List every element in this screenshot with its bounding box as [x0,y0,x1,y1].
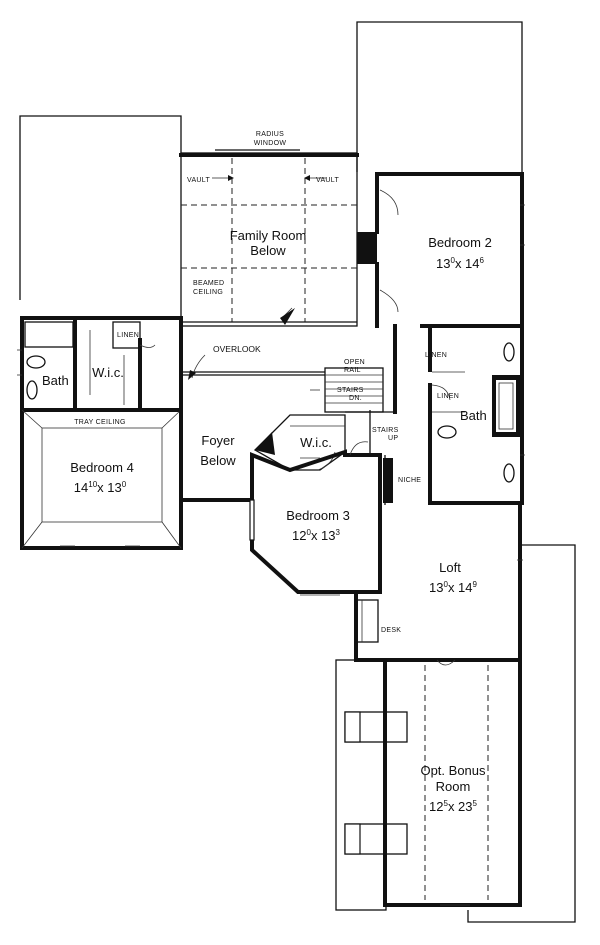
open-rail-label-1: OPEN [344,359,365,366]
vault-right-label: VAULT [316,177,339,184]
bonus-room [335,658,522,911]
bedroom-3-dim: 120x 133 [292,528,341,543]
wic-left-label: W.i.c. [92,365,124,380]
radius-window-label-2: WINDOW [254,140,287,147]
bedroom-4-dim: 1410x 130 [74,480,127,495]
bedroom-2-label: Bedroom 2 [428,235,492,250]
bedroom-4 [20,408,183,550]
overlook-label: OVERLOOK [213,344,261,354]
right-bath [420,324,525,505]
stairs-up-label-2: UP [388,435,398,442]
bonus-room-dim: 125x 235 [429,799,478,814]
roof-outline-bottom-right [467,544,576,923]
stairs-up-label-1: STAIRS [372,427,399,434]
foyer-label: Foyer [201,433,235,448]
niche-label: NICHE [398,477,421,484]
stairs-down-label-1: STAIRS [337,387,364,394]
bedroom-3-label: Bedroom 3 [286,508,350,523]
wic-center-label: W.i.c. [300,435,332,450]
linen-label-right-1: LINEN [425,352,447,359]
family-room-area [179,149,377,327]
linen-label-left: LINEN [117,332,139,339]
bedroom-2 [375,172,525,328]
desk-label: DESK [381,627,401,634]
beamed-label-1: BEAMED [193,280,224,287]
family-room-label: Family Room [230,228,307,243]
foyer-below-label: Below [200,453,236,468]
bath-right-label: Bath [460,408,487,423]
left-bath-wic [17,316,183,412]
vault-left-label: VAULT [187,177,210,184]
roof-outline-left [19,115,182,300]
bonus-room-label-2: Room [436,779,471,794]
bath-left-label: Bath [42,373,69,388]
bedroom-3 [249,441,393,596]
roof-outline-right [356,21,523,172]
loft [354,501,523,666]
bedroom-2-dim: 130x 146 [436,256,485,271]
radius-window-label-1: RADIUS [256,131,284,138]
linen-label-right-2: LINEN [437,393,459,400]
tray-ceiling-label: TRAY CEILING [74,419,126,426]
open-rail-label-2: RAIL [344,367,361,374]
family-room-below-label: Below [250,243,286,258]
stairs-down-label-2: DN. [349,395,362,402]
stairs [310,324,397,455]
loft-label: Loft [439,560,461,575]
loft-dim: 130x 149 [429,580,478,595]
bonus-room-label: Opt. Bonus [420,763,486,778]
beamed-label-2: CEILING [193,289,223,296]
labels: RADIUS WINDOW VAULT VAULT Family Room Be… [42,131,492,814]
foyer-area [179,307,325,502]
bedroom-4-label: Bedroom 4 [70,460,134,475]
